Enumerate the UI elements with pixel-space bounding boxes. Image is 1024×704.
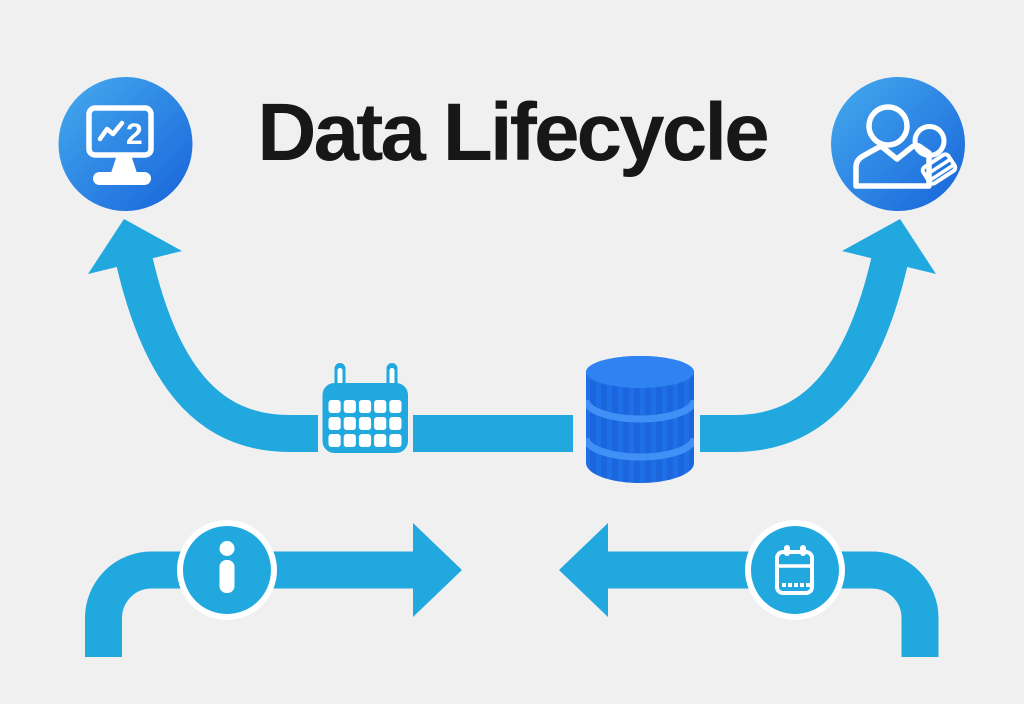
- flow-arrow-bottom-left-shaft: [85, 551, 413, 657]
- flow-arrow-up-right: [700, 219, 936, 452]
- flow-bar-segment: [413, 415, 573, 452]
- calendar-outline-icon: [775, 545, 814, 595]
- flow-arrow-up-right-shaft: [700, 250, 910, 452]
- database-bands: [586, 399, 694, 461]
- info-icon: [219, 541, 235, 593]
- calendar-outline-dashes: [782, 583, 810, 587]
- database-stripes: [590, 372, 694, 483]
- edit-badge-icon: [920, 152, 958, 186]
- node-analytics: 2: [58, 77, 193, 211]
- node-users: [831, 77, 965, 211]
- flow-arrow-bottom-left-head: [413, 523, 462, 617]
- flow-arrow-bottom-right: [559, 520, 939, 657]
- flow-arrow-bottom-right-shaft: [608, 551, 939, 657]
- page-title: Data Lifecycle: [257, 87, 770, 178]
- flow-arrow-up-left-shaft: [114, 250, 318, 452]
- calendar-icon: [322, 363, 408, 453]
- database-icon: [586, 356, 694, 483]
- calendar-grid: [328, 400, 402, 447]
- flow-arrow-up-left-head: [88, 219, 182, 274]
- calendar-circle: [751, 526, 839, 614]
- flow-arrow-bottom-left: [85, 520, 462, 657]
- monitor-screen-value: 2: [126, 118, 143, 151]
- database-top: [586, 356, 694, 388]
- monitor-chart-icon: 2: [86, 105, 154, 185]
- flow-arrow-up-left: [88, 219, 318, 452]
- flow-arrow-bottom-right-head: [559, 523, 608, 617]
- flow-arrow-up-right-head: [842, 219, 936, 274]
- people-icon: [853, 104, 958, 189]
